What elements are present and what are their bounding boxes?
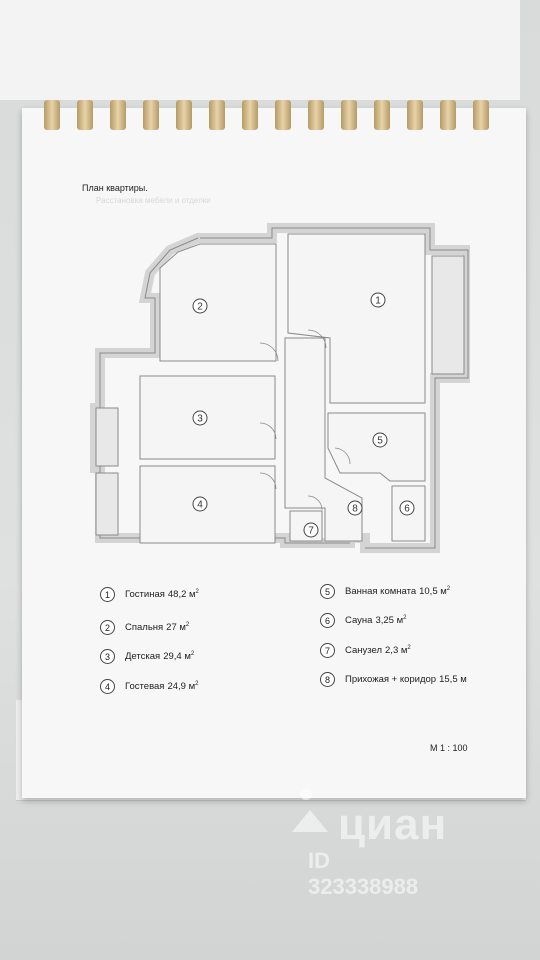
- legend-number: 8: [320, 672, 335, 687]
- binding-ring: [110, 100, 126, 130]
- room-5-number: 5: [377, 436, 383, 447]
- legend-area: 27 м: [166, 622, 186, 634]
- cian-logo-icon: [292, 788, 328, 832]
- legend-label: Прихожая + коридор: [345, 674, 437, 685]
- room-5-outline: [327, 412, 426, 482]
- balcony-left-top: [95, 407, 119, 467]
- binding-ring: [209, 100, 225, 130]
- room-2-outline: [159, 243, 277, 362]
- legend-area: 15,5 м: [439, 674, 467, 686]
- binding-ring: [440, 100, 456, 130]
- legend-number: 2: [100, 620, 115, 635]
- legend-number: 3: [100, 649, 115, 664]
- binding-ring: [176, 100, 192, 130]
- watermark-brand: циан: [338, 800, 448, 849]
- legend-item-1: 1 Гостиная 48,2 м2: [100, 587, 199, 602]
- legend-area: 3,25 м: [375, 615, 404, 627]
- room-8-marker: [347, 500, 363, 516]
- room-2-number: 2: [197, 302, 203, 313]
- binding-ring: [143, 100, 159, 130]
- binding-ring: [407, 100, 423, 130]
- legend-number: 6: [320, 613, 335, 628]
- room-5-marker: [372, 432, 388, 448]
- legend-number: 4: [100, 679, 115, 694]
- plan-title: План квартиры.: [82, 183, 148, 193]
- room-6-marker: [399, 500, 415, 516]
- room-7-marker: [303, 522, 319, 538]
- room-1-number: 1: [375, 296, 381, 307]
- legend-label: Сауна: [345, 615, 373, 626]
- room-4-number: 4: [197, 500, 203, 511]
- background-sheet: [0, 0, 520, 100]
- floor-plan: 2 1 3 4 5 6 7 8: [90, 223, 470, 553]
- room-8-outline: [284, 337, 363, 542]
- legend-number: 1: [100, 587, 115, 602]
- legend-item-3: 3 Детская 29,4 м2: [100, 649, 194, 664]
- room-4-outline: [139, 465, 276, 544]
- room-4-marker: [192, 496, 208, 512]
- room-1-outline: [287, 233, 426, 404]
- legend-item-5: 5 Ванная комната 10,5 м2: [320, 584, 450, 599]
- room-3-marker: [192, 410, 208, 426]
- legend-number: 5: [320, 584, 335, 599]
- binding-ring: [308, 100, 324, 130]
- legend-number: 7: [320, 643, 335, 658]
- room-3-number: 3: [197, 414, 203, 425]
- balcony-left-bottom: [95, 472, 119, 536]
- legend-area: 29,4 м: [163, 651, 191, 663]
- scale-label: М 1 : 100: [430, 743, 468, 753]
- binding-ring: [341, 100, 357, 130]
- room-2-marker: [192, 298, 208, 314]
- binding-ring: [44, 100, 60, 130]
- legend-label: Гостевая: [125, 681, 165, 692]
- legend-item-2: 2 Спальня 27 м2: [100, 620, 189, 635]
- room-7-number: 7: [308, 526, 314, 537]
- legend-label: Санузел: [345, 645, 383, 656]
- room-8-number: 8: [352, 504, 358, 515]
- legend-item-7: 7 Санузел 2,3 м2: [320, 643, 411, 658]
- legend-area: 10,5 м: [419, 586, 447, 598]
- room-6-number: 6: [404, 504, 410, 515]
- binding-ring: [77, 100, 93, 130]
- binding-ring: [242, 100, 258, 130]
- legend-label: Спальня: [125, 622, 164, 633]
- legend-area: 24,9 м: [167, 681, 196, 693]
- legend-label: Гостиная: [125, 589, 165, 600]
- binding-ring: [374, 100, 390, 130]
- room-3-outline: [139, 375, 276, 460]
- legend-label: Детская: [125, 651, 161, 662]
- legend-item-6: 6 Сауна 3,25 м2: [320, 613, 406, 628]
- legend-label: Ванная комната: [345, 586, 417, 597]
- room-1-marker: [370, 292, 386, 308]
- binding-ring: [473, 100, 489, 130]
- legend-item-8: 8 Прихожая + коридор 15,5 м: [320, 672, 467, 687]
- legend-area: 2,3 м: [385, 645, 408, 657]
- watermark-id: ID 323338988: [308, 848, 419, 899]
- plan-subtitle: Расстановка мебели и отделки: [96, 196, 211, 205]
- legend-item-4: 4 Гостевая 24,9 м2: [100, 679, 198, 694]
- legend-area: 48,2 м: [167, 589, 196, 601]
- binding-ring: [275, 100, 291, 130]
- balcony-right: [431, 255, 465, 375]
